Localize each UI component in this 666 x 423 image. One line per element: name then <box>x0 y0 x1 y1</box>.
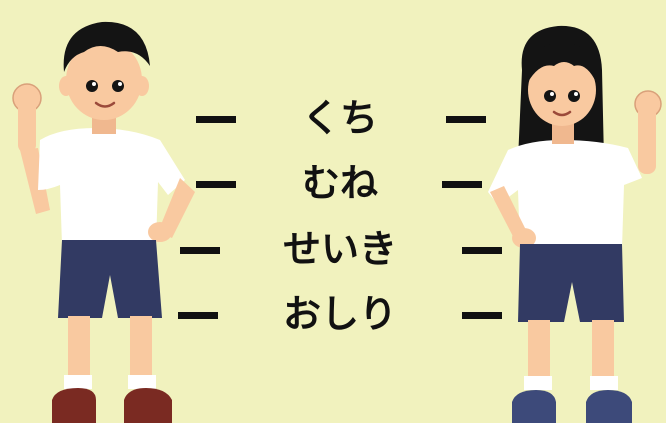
girl-character-icon <box>478 0 666 423</box>
word-mune: むね <box>301 161 378 205</box>
word-kuchi: くち <box>301 96 378 140</box>
left-dash-3 <box>180 247 220 254</box>
left-dash-4 <box>178 312 218 319</box>
right-dash-4 <box>462 312 502 319</box>
word-oshiri: おしり <box>282 292 397 336</box>
right-dash-1 <box>446 116 486 123</box>
word-seiki: せいき <box>282 227 397 271</box>
right-dash-2 <box>442 181 482 188</box>
right-dash-3 <box>462 247 502 254</box>
left-dash-1 <box>196 116 236 123</box>
boy-character-icon <box>0 0 215 423</box>
left-dash-2 <box>196 181 236 188</box>
